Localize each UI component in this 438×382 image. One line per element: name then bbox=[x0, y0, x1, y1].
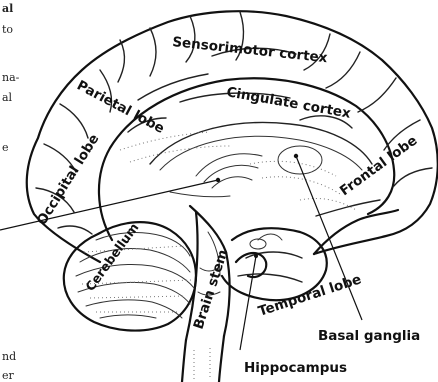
label-occipital-lobe: Occipital lobe bbox=[34, 131, 103, 228]
spinal-cord bbox=[182, 340, 186, 382]
label-hippocampus: Hippocampus bbox=[244, 360, 347, 376]
hippocampus-shape bbox=[236, 253, 266, 277]
label-cingulate-cortex: Cingulate cortex bbox=[225, 84, 352, 122]
basal-ganglia-region bbox=[278, 146, 322, 174]
spinal-cord-edge bbox=[219, 336, 224, 382]
label-sensorimotor-cortex: Sensorimotor cortex bbox=[172, 34, 329, 66]
label-basal-ganglia: Basal ganglia bbox=[318, 328, 420, 344]
label-temporal-lobe: Temporal lobe bbox=[256, 271, 363, 319]
leader-lines bbox=[0, 154, 362, 350]
